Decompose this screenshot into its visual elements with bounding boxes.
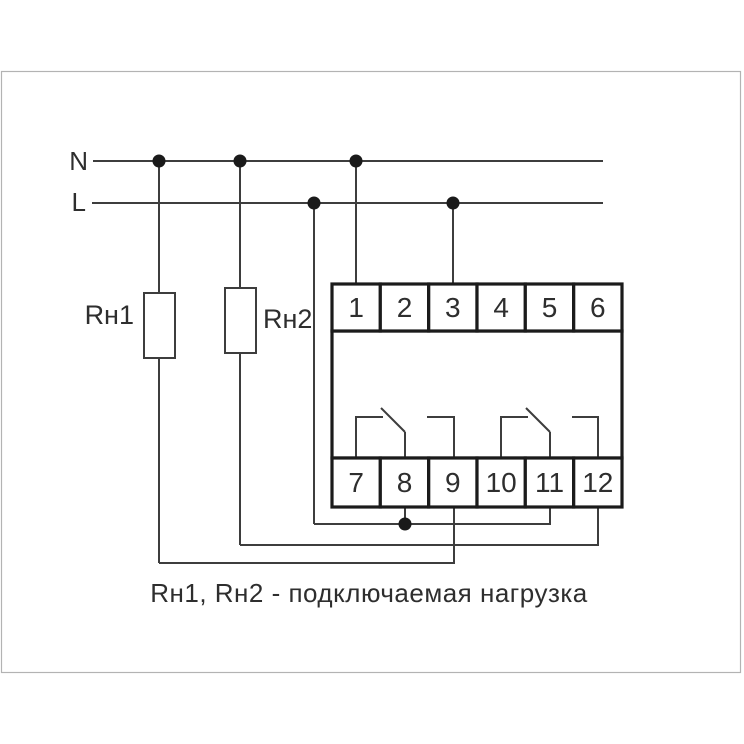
- contact2-moving-arm: [525, 407, 551, 433]
- terminal-label-2: 2: [397, 292, 413, 323]
- wire-load1-to-terminal9: [159, 507, 455, 564]
- junction-n-load1: [152, 154, 166, 168]
- junction-l-drop: [307, 196, 321, 210]
- load2-resistor: [224, 287, 257, 354]
- terminal-box-5: [523, 282, 576, 333]
- terminal-label-12: 12: [582, 467, 613, 498]
- relay-contact-2: [500, 407, 599, 458]
- terminal-label-5: 5: [542, 292, 558, 323]
- terminal-label-7: 7: [348, 467, 364, 498]
- junction-terminal8: [398, 517, 412, 531]
- junction-l-terminal3: [446, 196, 460, 210]
- load2-label: Rн2: [263, 304, 312, 334]
- contact1-moving-arm: [380, 407, 406, 433]
- terminal-label-11: 11: [535, 467, 564, 498]
- terminal-box-2: [378, 282, 431, 333]
- contact1-fixed-right: [427, 416, 455, 458]
- wire-l-to-terminal11: [314, 507, 551, 525]
- junction-n-load2: [233, 154, 247, 168]
- terminal-box-3: [427, 282, 479, 333]
- n-bus-label: N: [69, 146, 88, 176]
- terminal-box-7: [330, 456, 382, 509]
- diagram-frame: [0, 70, 742, 674]
- load1-label: Rн1: [85, 300, 134, 330]
- relay-bottom-terminals: 7 8 9 10 11 12: [330, 456, 624, 509]
- relay-contact-1: [355, 407, 455, 458]
- terminal-label-3: 3: [445, 292, 461, 323]
- relay-top-terminals: 1 2 3 4 5 6: [330, 282, 624, 333]
- junction-n-terminal1: [349, 154, 363, 168]
- terminal-box-6: [572, 282, 624, 333]
- terminal-box-8: [378, 456, 431, 509]
- relay-body: [330, 329, 624, 460]
- terminal-box-4: [475, 282, 527, 333]
- contact2-fixed-right: [572, 416, 599, 458]
- diagram-caption: Rн1, Rн2 - подключаемая нагрузка: [150, 578, 588, 608]
- terminal-label-1: 1: [348, 292, 364, 323]
- terminal-label-4: 4: [493, 292, 509, 323]
- terminal-box-12: [572, 456, 624, 509]
- terminal-label-9: 9: [445, 467, 461, 498]
- terminal-label-10: 10: [486, 467, 517, 498]
- contact1-fixed-left: [355, 416, 383, 458]
- wire-load2-to-terminal12: [240, 507, 599, 546]
- contact2-fixed-left: [500, 416, 528, 458]
- terminal-label-8: 8: [397, 467, 413, 498]
- terminal-label-6: 6: [590, 292, 606, 323]
- load1-resistor: [143, 292, 176, 359]
- l-bus-label: L: [72, 187, 86, 217]
- terminal-box-10: [475, 456, 527, 509]
